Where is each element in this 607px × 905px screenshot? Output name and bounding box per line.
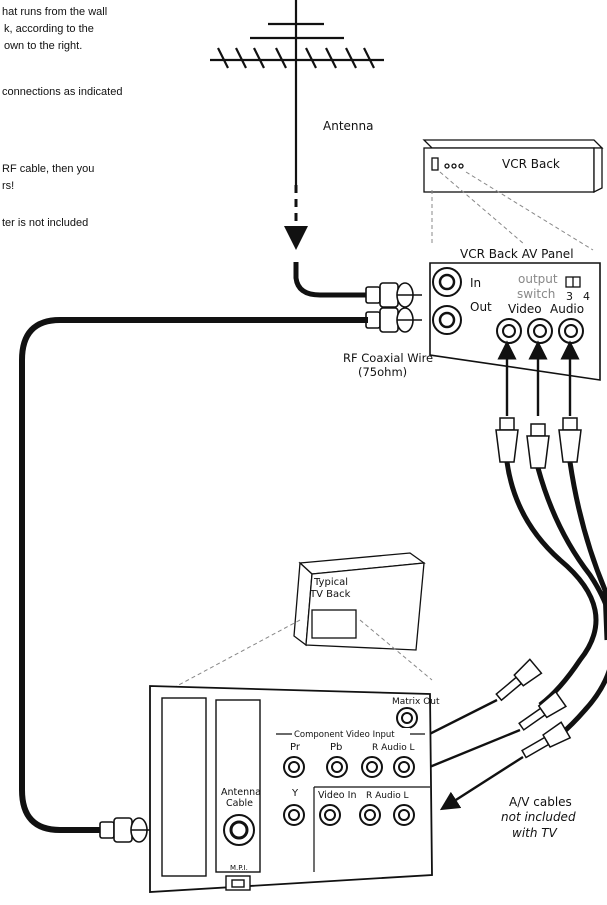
- av-cables: [504, 461, 607, 737]
- intro-line-1: hat runs from the wall: [2, 6, 108, 18]
- component-video-input-label: Component Video Input: [294, 730, 395, 740]
- vcr-back-label: VCR Back: [502, 157, 560, 171]
- antenna-icon: [210, 0, 384, 185]
- intro-line-4: connections as indicated: [2, 86, 123, 98]
- av-cables-label-2: not included: [501, 810, 576, 824]
- tv-icon: [293, 552, 426, 651]
- mpi-label: M.P.I.: [230, 864, 248, 872]
- r-audio-l-label-1: R Audio L: [372, 743, 415, 753]
- f-connector-bottom: [99, 817, 150, 843]
- vcr-switch-4: 4: [583, 290, 590, 303]
- rca-plugs-bottom: [495, 658, 572, 759]
- r-audio-l-label-2: R Audio L: [366, 791, 409, 801]
- tv-typical-label-2: TV Back: [309, 589, 351, 600]
- rf-cable: [19, 317, 368, 833]
- vcr-box: [422, 139, 604, 194]
- rf-wire-label-2: (75ohm): [358, 365, 407, 379]
- f-connector-middle: [365, 307, 422, 333]
- rca-plugs-top: [495, 417, 582, 469]
- tv-typical-label-1: Typical: [313, 577, 348, 588]
- vcr-av-panel-label: VCR Back AV Panel: [460, 247, 574, 261]
- vcr-output-switch-label-2: switch: [517, 287, 555, 301]
- vcr-rca-arrows: [497, 340, 580, 416]
- vcr-out-jack: [432, 305, 462, 335]
- vcr-rca-audio-r: [527, 318, 553, 344]
- f-connector-top: [365, 282, 422, 308]
- intro-line-3: own to the right.: [4, 40, 83, 52]
- av-cables-label-1: A/V cables: [509, 795, 572, 809]
- tv-matrix-out-jack: [396, 707, 418, 729]
- tv-antenna-module: [215, 699, 261, 873]
- video-in-label: Video In: [318, 790, 356, 801]
- vcr-rca-video: [496, 318, 522, 344]
- vcr-in-label: In: [470, 276, 481, 290]
- tv-antenna-jack: [223, 814, 255, 846]
- vcr-in-jack: [432, 267, 462, 297]
- antenna-label: Antenna: [323, 119, 373, 133]
- tv-av-jacks: [283, 804, 415, 826]
- tv-component-jacks: [283, 756, 415, 778]
- y-label: Y: [291, 788, 299, 799]
- intro-line-2: k, according to the: [4, 23, 94, 35]
- pb-label: Pb: [330, 742, 342, 753]
- intro-line-6: rs!: [2, 180, 15, 192]
- vcr-zoom-lines: [431, 171, 594, 251]
- tv-left-slot: [161, 697, 207, 877]
- vcr-video-label: Video: [508, 302, 542, 316]
- matrix-out-label: Matrix Out: [392, 697, 440, 707]
- tv-zoom-lines: [159, 619, 433, 696]
- antenna-cable-label-1: Antenna: [221, 787, 261, 798]
- mpi-port-icon: [225, 875, 251, 891]
- vcr-out-label: Out: [470, 300, 492, 314]
- intro-line-5: RF cable, then you: [2, 163, 95, 175]
- vcr-audio-label: Audio: [550, 302, 584, 316]
- av-cables-label-3: with TV: [512, 826, 558, 840]
- pr-label: Pr: [290, 742, 301, 753]
- rf-wire-label-1: RF Coaxial Wire: [343, 351, 433, 365]
- antenna-cable-label-2: Cable: [226, 798, 253, 809]
- vcr-switch-3: 3: [566, 290, 573, 303]
- antenna-wire: [293, 262, 368, 298]
- intro-line-7: ter is not included: [2, 217, 89, 229]
- vcr-output-switch-label-1: output: [518, 272, 558, 286]
- vcr-rca-audio-l: [558, 318, 584, 344]
